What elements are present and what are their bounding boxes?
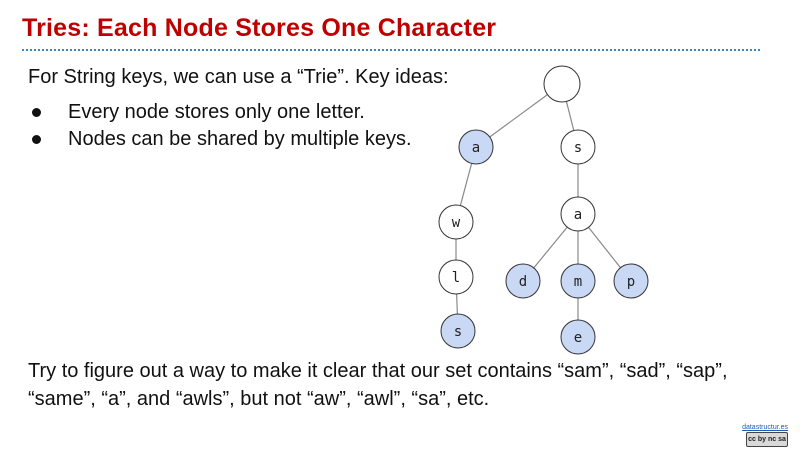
title-divider: [22, 49, 760, 51]
trie-node-aw: w: [438, 204, 474, 240]
trie-node-sad: d: [505, 263, 541, 299]
trie-edges: [455, 94, 621, 320]
bullet-dot-icon: [32, 108, 41, 117]
trie-node-sam: m: [560, 263, 596, 299]
trie-node-label: p: [627, 274, 635, 290]
bullet-text: Nodes can be shared by multiple keys.: [68, 128, 412, 150]
trie-node-circle: [560, 319, 596, 355]
trie-node-circle: [613, 263, 649, 299]
trie-node-a: a: [458, 129, 494, 165]
trie-node-root: [543, 65, 581, 103]
key-ideas-list: Every node stores only one letter. Nodes…: [28, 99, 412, 153]
trie-node-circle: [438, 204, 474, 240]
trie-node-label: m: [574, 274, 582, 290]
trie-node-circle: [560, 196, 596, 232]
trie-node-same: e: [560, 319, 596, 355]
trie-node-awl: l: [438, 259, 474, 295]
intro-text: For String keys, we can use a “Trie”. Ke…: [28, 66, 449, 88]
bullet-text: Every node stores only one letter.: [68, 101, 365, 123]
trie-edge-a-aw: [459, 163, 473, 206]
trie-node-circle: [505, 263, 541, 299]
trie-node-circle: [543, 65, 581, 103]
license-badge-icon: cc by nc sa: [746, 432, 788, 447]
trie-node-sap: p: [613, 263, 649, 299]
trie-node-label: l: [452, 270, 460, 286]
trie-node-circle: [560, 129, 596, 165]
trie-node-circle: [440, 313, 476, 349]
trie-node-circle: [560, 263, 596, 299]
trie-edge-root-a: [489, 94, 548, 138]
trie-node-circle: [438, 259, 474, 295]
trie-node-label: w: [452, 215, 461, 231]
trie-node-label: e: [574, 330, 582, 346]
trie-node-label: a: [574, 207, 582, 223]
trie-node-label: d: [519, 274, 527, 290]
trie-node-sa: a: [560, 196, 596, 232]
trie-edge-awl-awls: [456, 293, 458, 315]
bullet-item: Nodes can be shared by multiple keys.: [28, 126, 412, 153]
trie-edge-root-s: [565, 101, 575, 131]
trie-node-label: s: [454, 324, 462, 340]
trie-nodes: a s w l s a d m p e: [438, 65, 649, 355]
exercise-text: Try to figure out a way to make it clear…: [28, 360, 728, 410]
trie-node-awls: s: [440, 313, 476, 349]
bullet-item: Every node stores only one letter.: [28, 99, 412, 126]
trie-edge-sa-sad: [533, 226, 568, 269]
bullet-dot-icon: [32, 135, 41, 144]
trie-node-label: s: [574, 140, 582, 156]
slide-title: Tries: Each Node Stores One Character: [22, 14, 497, 42]
trie-edge-sa-sap: [588, 226, 621, 269]
trie-node-label: a: [472, 140, 480, 156]
footer-link[interactable]: datastructur.es: [742, 424, 788, 431]
trie-node-circle: [458, 129, 494, 165]
trie-node-s: s: [560, 129, 596, 165]
